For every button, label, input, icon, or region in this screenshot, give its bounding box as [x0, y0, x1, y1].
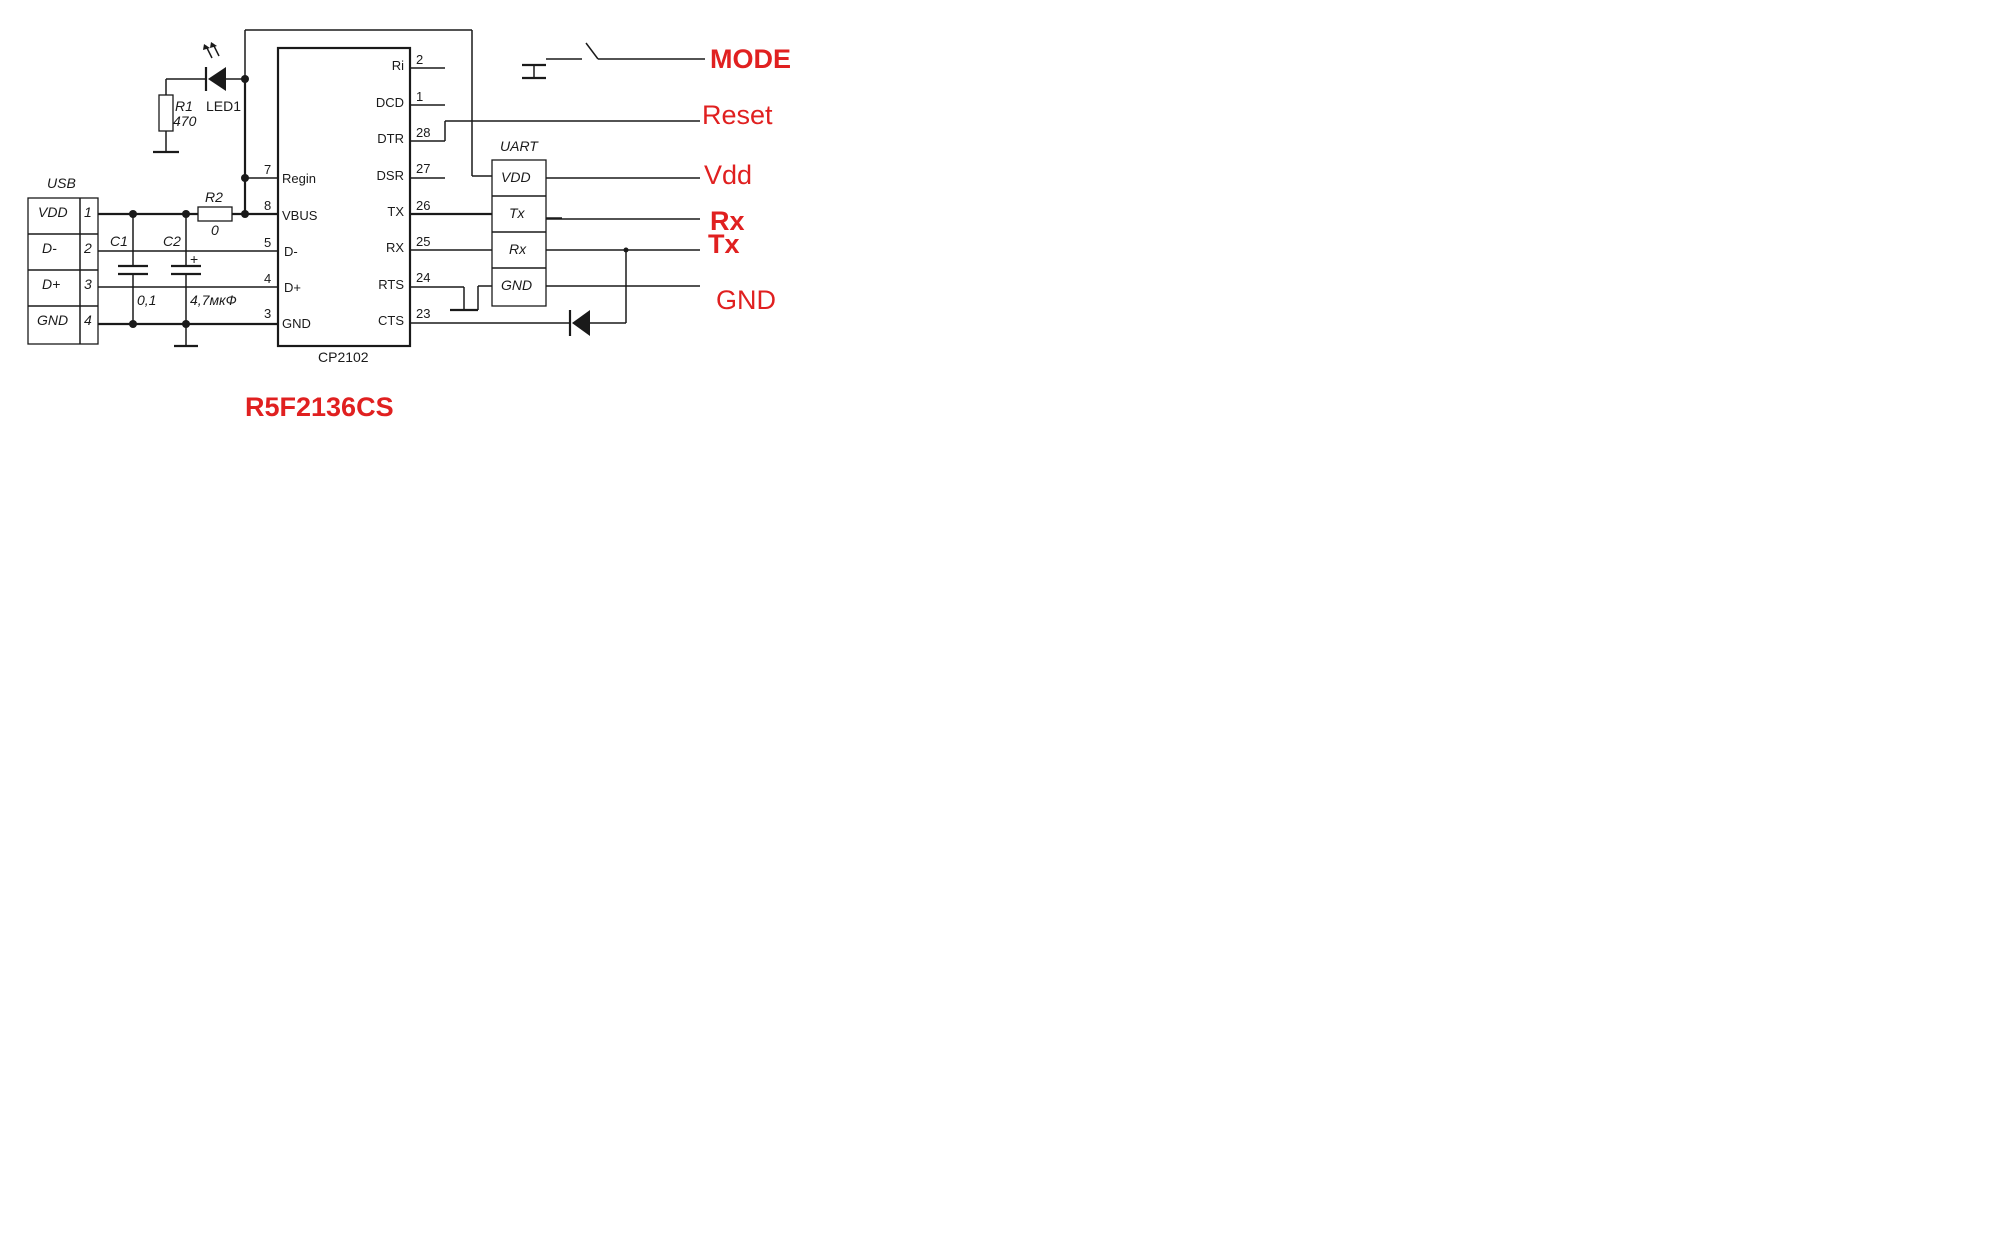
caption: R5F2136CS	[245, 392, 394, 422]
r2-value: 0	[211, 222, 219, 238]
chip-pin-num: 26	[416, 198, 430, 213]
cts-diode	[445, 247, 629, 336]
r2-body	[197, 206, 233, 222]
chip-pin-name: VBUS	[282, 208, 318, 223]
usb-pin-1-num: 1	[84, 204, 92, 220]
chip-pin-num: 28	[416, 125, 430, 140]
chip-pin-num: 2	[416, 52, 423, 67]
chip-pin-num: 8	[264, 198, 271, 213]
usb-pin-vdd-label: VDD	[38, 204, 68, 220]
cp2102-chip: CP2102 7 8 5 4 3 Regin VBUS D- D+ GND Ri…	[264, 46, 492, 365]
rx-label: Rx	[710, 206, 745, 236]
chip-pin-name: RX	[386, 240, 404, 255]
capacitor-c1: C1 0,1	[110, 210, 156, 328]
r1-body	[158, 94, 174, 132]
r1-name: R1	[175, 98, 193, 114]
uart-pin-gnd: GND	[501, 277, 532, 293]
chip-pin-num: 5	[264, 235, 271, 250]
chip-pin-num: 4	[264, 271, 271, 286]
usb-wires	[98, 212, 278, 326]
power-section: LED1 R1 470	[153, 29, 492, 218]
c1-value: 0,1	[137, 292, 156, 308]
chip-pin-name: DSR	[377, 168, 404, 183]
vdd-label: Vdd	[704, 160, 752, 190]
chip-pin-num: 23	[416, 306, 430, 321]
usb-connector: USB VDD D- D+ GND 1 2 3 4	[27, 175, 99, 345]
chip-pin-name: DTR	[377, 131, 404, 146]
chip-body	[276, 46, 412, 348]
chip-pin-name: Regin	[282, 171, 316, 186]
reset-wire	[444, 120, 700, 141]
usb-pin-3-num: 3	[84, 276, 92, 292]
chip-pin-num: 3	[264, 306, 271, 321]
chip-pin-name: DCD	[376, 95, 404, 110]
chip-pin-num: 24	[416, 270, 430, 285]
chip-pin-name: CTS	[378, 313, 404, 328]
chip-pin-name: D-	[284, 244, 298, 259]
c1-name: C1	[110, 233, 128, 249]
chip-pin-name: D+	[284, 280, 301, 295]
chip-name: CP2102	[318, 349, 369, 365]
usb-pin-gnd-label: GND	[37, 312, 68, 328]
chip-pin-num: 27	[416, 161, 430, 176]
r2-name: R2	[205, 189, 223, 205]
usb-pin-dplus-label: D+	[42, 276, 60, 292]
diode-icon	[572, 310, 590, 336]
chip-pin-name: TX	[387, 204, 404, 219]
output-lines	[522, 42, 705, 287]
c2-polarity: +	[190, 251, 198, 267]
uart-pin-vdd: VDD	[501, 169, 531, 185]
mode-label: MODE	[710, 44, 791, 74]
c2-name: C2	[163, 233, 181, 249]
gnd-label: GND	[716, 285, 776, 315]
usb-pin-4-num: 4	[84, 312, 92, 328]
chip-pin-name: GND	[282, 316, 311, 331]
annotations: MODE Reset Vdd Rx Tx GND R5F2136CS	[245, 44, 791, 422]
usb-body	[27, 197, 99, 345]
uart-connector: UART VDD Tx Rx GND	[477, 138, 547, 310]
r1-value: 470	[173, 113, 197, 129]
capacitor-c2: C2 + 4,7мкФ	[163, 210, 237, 348]
led1-label: LED1	[206, 98, 241, 114]
tx-label: Tx	[708, 229, 740, 259]
uart-pin-tx: Tx	[509, 205, 526, 221]
uart-title: UART	[500, 138, 539, 154]
reset-label: Reset	[702, 100, 773, 130]
chip-pin-name: Ri	[392, 58, 404, 73]
usb-pin-2-num: 2	[83, 240, 92, 256]
chip-pin-num: 25	[416, 234, 430, 249]
chip-pin-num: 1	[416, 89, 423, 104]
chip-pin-name: RTS	[378, 277, 404, 292]
led-icon	[208, 67, 226, 91]
resistor-r2: R2 0	[197, 189, 233, 238]
rts-ground	[445, 286, 478, 312]
usb-title: USB	[47, 175, 76, 191]
uart-pin-rx: Rx	[509, 241, 527, 257]
chip-pin-num: 7	[264, 162, 271, 177]
uart-body	[491, 159, 547, 307]
usb-pin-dminus-label: D-	[42, 240, 57, 256]
c2-value: 4,7мкФ	[190, 292, 237, 308]
